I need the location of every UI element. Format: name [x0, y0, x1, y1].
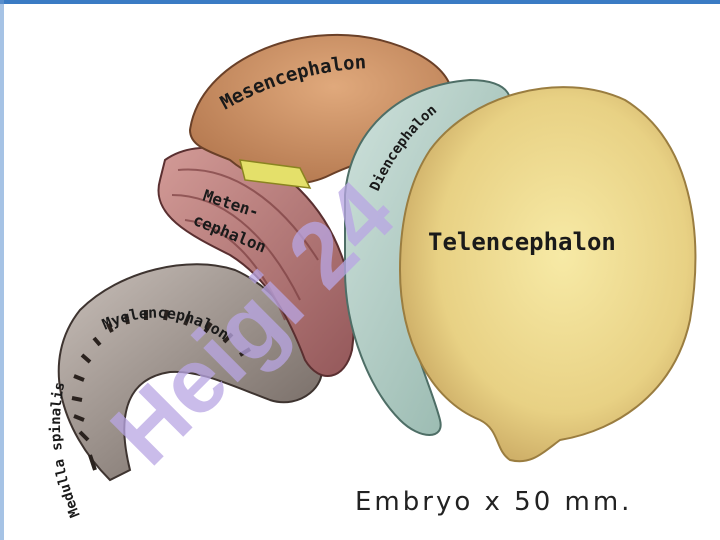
left-frame-bar [0, 0, 4, 540]
myelencephalon-ridges [71, 309, 252, 471]
metencephalon-folds [171, 168, 319, 321]
label-telencephalon: Telencephalon [428, 228, 616, 256]
telencephalon-shape [398, 86, 697, 463]
caption: Embryo x 50 mm. [355, 487, 632, 517]
isthmus-band [239, 159, 312, 189]
top-frame-bar [0, 0, 720, 4]
